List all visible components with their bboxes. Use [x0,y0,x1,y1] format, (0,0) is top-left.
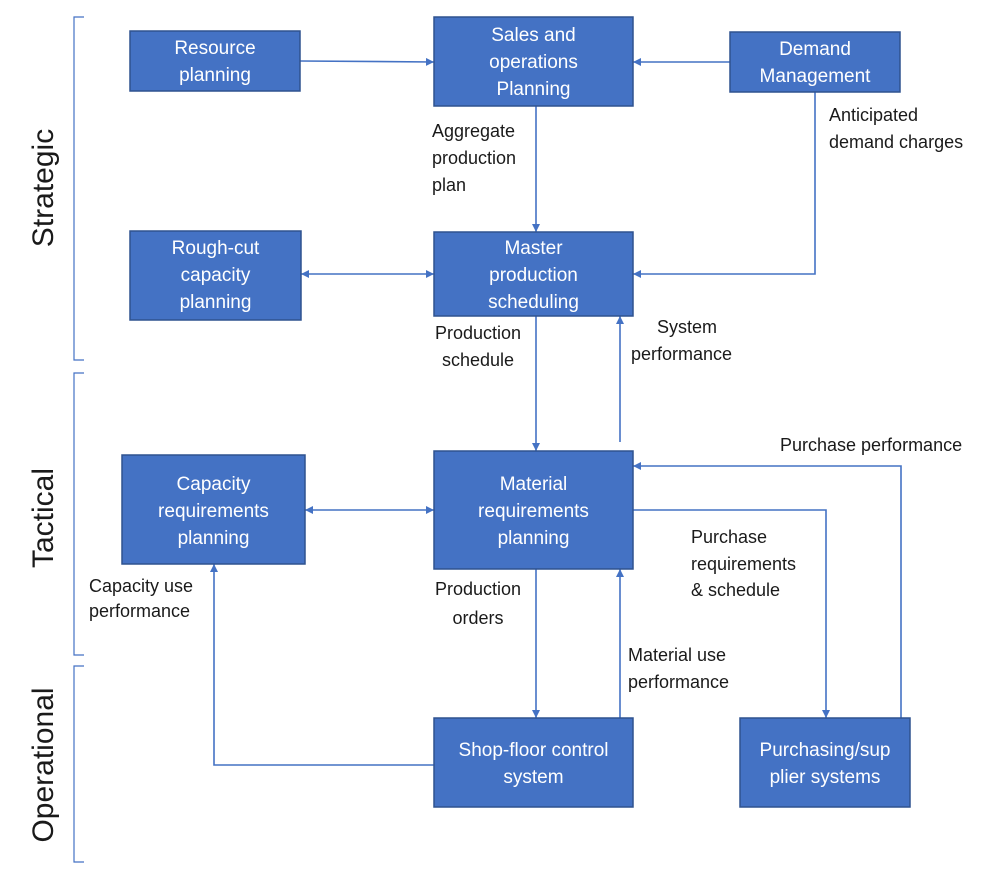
purchase-requirements-schedule-label: Purchase requirements & schedule [691,527,796,600]
capacity-requirements-planning-box: Capacity requirements planning [121,454,306,565]
aggregate-label-line-1: Aggregate [432,121,515,141]
mrp-line-2: requirements [478,501,589,522]
rough-cut-line-1: Rough-cut [172,238,260,259]
purchase-req-line-3: & schedule [691,580,780,600]
operational-bracket [73,665,84,863]
aggregate-production-plan-label: Aggregate production plan [432,121,516,195]
anticipated-label-line-2: demand charges [829,132,963,152]
arrow-resource-to-sop [299,57,435,66]
production-schedule-line-2: schedule [442,350,514,370]
purchase-performance-label: Purchase performance [780,435,962,455]
demand-management-line-2: Management [760,66,872,87]
purchase-performance-line-1: Purchase performance [780,435,962,455]
master-production-scheduling-box: Master production scheduling [433,231,634,317]
capacity-use-performance-label: Capacity use performance [89,576,193,621]
arrow-demand-to-mps [633,92,816,278]
tactical-bracket [73,372,84,656]
arrow-mrp-to-purchasing [633,509,830,718]
strategic-bracket [73,16,84,361]
material-use-performance-label: Material use performance [628,645,729,692]
capacity-use-line-1: Capacity use [89,576,193,596]
aggregate-label-line-2: production [432,148,516,168]
system-performance-line-1: System [657,317,717,337]
mps-line-2: production [489,265,578,286]
rough-cut-capacity-planning-box: Rough-cut capacity planning [129,230,302,321]
mrp-line-3: planning [498,528,570,549]
shop-floor-line-1: Shop-floor control [459,740,609,761]
capacity-use-line-2: performance [89,601,190,621]
tier-strategic: Strategic [27,129,60,247]
purchasing-line-2: plier systems [770,767,881,788]
sop-line-3: Planning [497,79,571,100]
arrow-shopfloor-to-crp [210,564,434,766]
sop-line-1: Sales and [491,25,576,46]
arrow-purchasing-to-mrp [633,462,902,718]
material-requirements-planning-box: Material requirements planning [433,450,634,570]
production-orders-line-2: orders [452,608,503,628]
anticipated-label-line-1: Anticipated [829,105,918,125]
production-orders-line-1: Production [435,579,521,599]
production-orders-label: Production orders [435,579,521,628]
crp-line-3: planning [178,528,250,549]
mps-line-3: scheduling [488,292,579,313]
shop-floor-control-system-box: Shop-floor control system [433,717,634,808]
shop-floor-line-2: system [503,767,563,788]
purchasing-supplier-systems-box: Purchasing/sup plier systems [739,717,911,808]
resource-planning-line-2: planning [179,65,251,86]
aggregate-label-line-3: plan [432,175,466,195]
tier-tactical: Tactical [27,468,60,568]
tier-operational: Operational [27,687,60,842]
system-performance-line-2: performance [631,344,732,364]
material-use-line-1: Material use [628,645,726,665]
rough-cut-line-2: capacity [181,265,251,286]
purchase-req-line-2: requirements [691,554,796,574]
sop-line-2: operations [489,52,578,73]
mrp-line-1: Material [500,474,568,495]
anticipated-demand-charges-label: Anticipated demand charges [829,105,963,152]
material-use-line-2: performance [628,672,729,692]
resource-planning-line-1: Resource [174,38,255,59]
demand-management-box: Demand Management [729,31,901,93]
rough-cut-line-3: planning [180,292,252,313]
production-schedule-line-1: Production [435,323,521,343]
resource-planning-box: Resource planning [129,30,301,92]
system-performance-label: System performance [631,317,732,364]
mps-line-1: Master [504,238,563,259]
crp-line-1: Capacity [177,474,251,495]
production-schedule-label: Production schedule [435,323,521,370]
purchasing-line-1: Purchasing/sup [760,740,891,761]
demand-management-line-1: Demand [779,39,851,60]
crp-line-2: requirements [158,501,269,522]
purchase-req-line-1: Purchase [691,527,767,547]
sales-operations-planning-box: Sales and operations Planning [433,16,634,107]
